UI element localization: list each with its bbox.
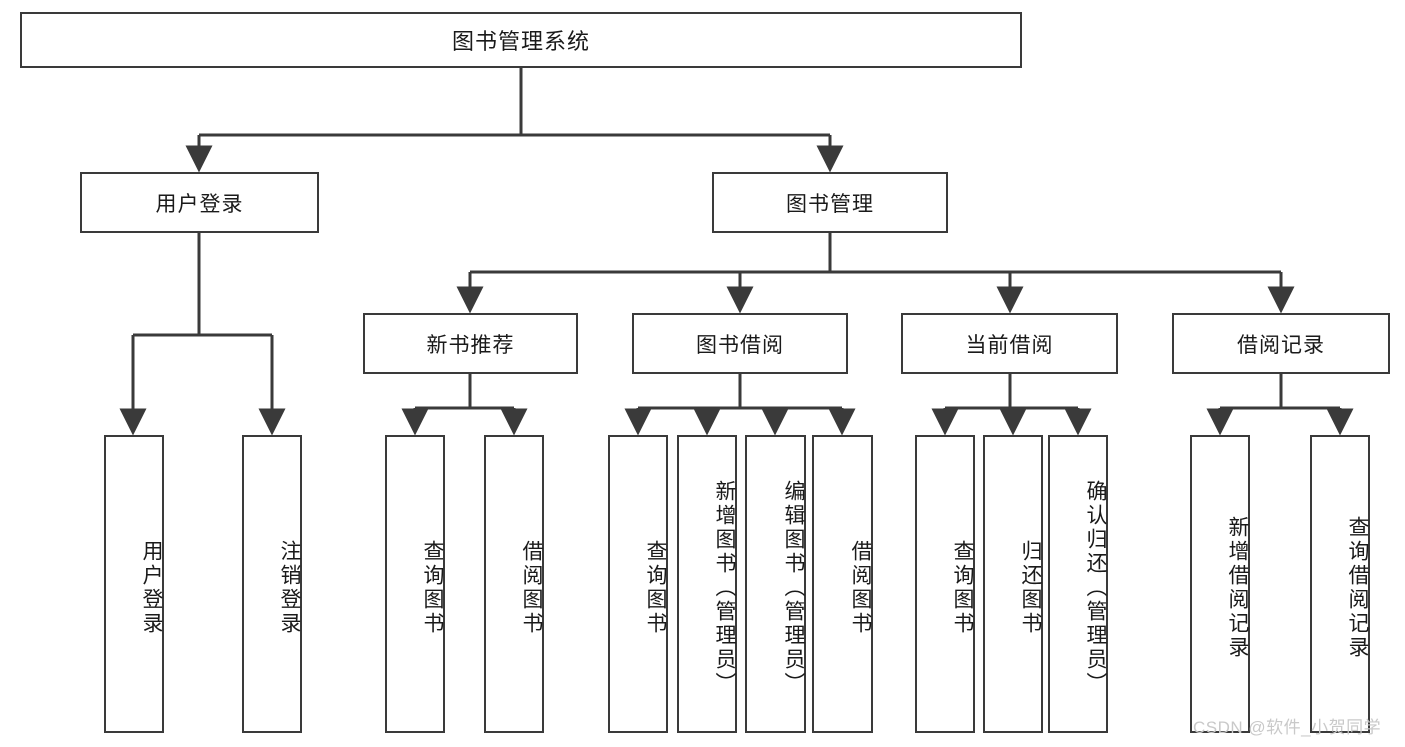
leaf-book-borrow-borrow-book[interactable]: 借阅图书 xyxy=(812,435,873,733)
node-book-management[interactable]: 图书管理 xyxy=(712,172,948,233)
leaf-book-borrow-edit-book-admin[interactable]: 编辑图书（管理员） xyxy=(745,435,806,733)
leaf-book-borrow-query-book[interactable]: 查询图书 xyxy=(608,435,668,733)
leaf-borrow-record-query-record[interactable]: 查询借阅记录 xyxy=(1310,435,1370,733)
leaf-current-borrow-query-book[interactable]: 查询图书 xyxy=(915,435,975,733)
node-new-book-recommend[interactable]: 新书推荐 xyxy=(363,313,578,374)
leaf-new-book-borrow-book[interactable]: 借阅图书 xyxy=(484,435,544,733)
node-root-system[interactable]: 图书管理系统 xyxy=(20,12,1022,68)
csdn-watermark: CSDN @软件_小贺同学 xyxy=(1193,718,1382,737)
node-user-login[interactable]: 用户登录 xyxy=(80,172,319,233)
leaf-borrow-record-add-record[interactable]: 新增借阅记录 xyxy=(1190,435,1250,733)
leaf-new-book-query-book[interactable]: 查询图书 xyxy=(385,435,445,733)
leaf-book-borrow-add-book-admin[interactable]: 新增图书（管理员） xyxy=(677,435,737,733)
leaf-user-login-signin[interactable]: 用户登录 xyxy=(104,435,164,733)
leaf-user-login-signout[interactable]: 注销登录 xyxy=(242,435,302,733)
node-book-borrow[interactable]: 图书借阅 xyxy=(632,313,848,374)
leaf-current-borrow-return-book[interactable]: 归还图书 xyxy=(983,435,1043,733)
node-current-borrow[interactable]: 当前借阅 xyxy=(901,313,1118,374)
leaf-current-borrow-confirm-return-admin[interactable]: 确认归还（管理员） xyxy=(1048,435,1108,733)
node-borrow-record[interactable]: 借阅记录 xyxy=(1172,313,1390,374)
